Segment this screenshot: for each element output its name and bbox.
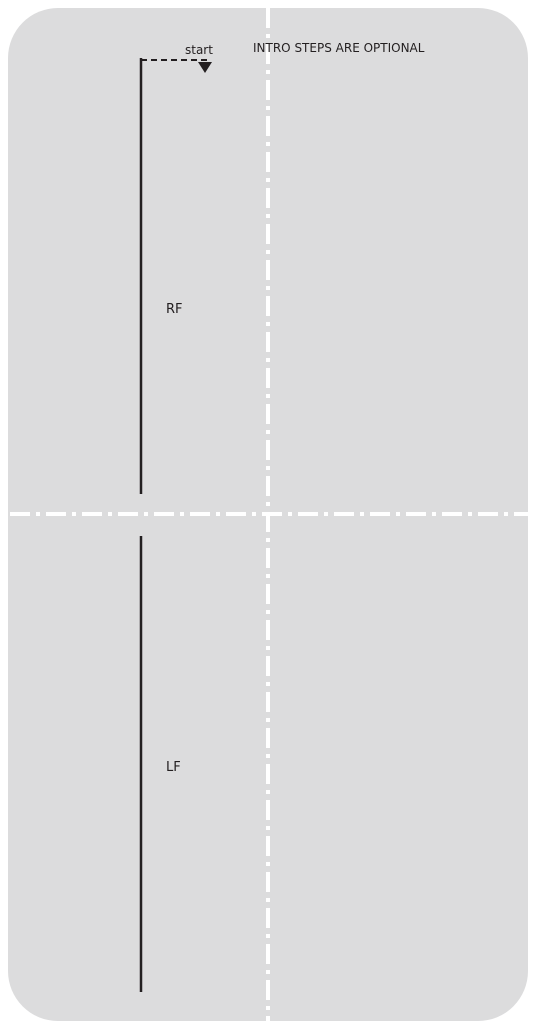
triangle-down-arrow-icon (198, 62, 212, 73)
start-label: start (185, 43, 213, 57)
left-foot-label: LF (166, 760, 181, 775)
right-foot-label: RF (166, 302, 183, 317)
intro-note-label: INTRO STEPS ARE OPTIONAL (253, 41, 425, 55)
